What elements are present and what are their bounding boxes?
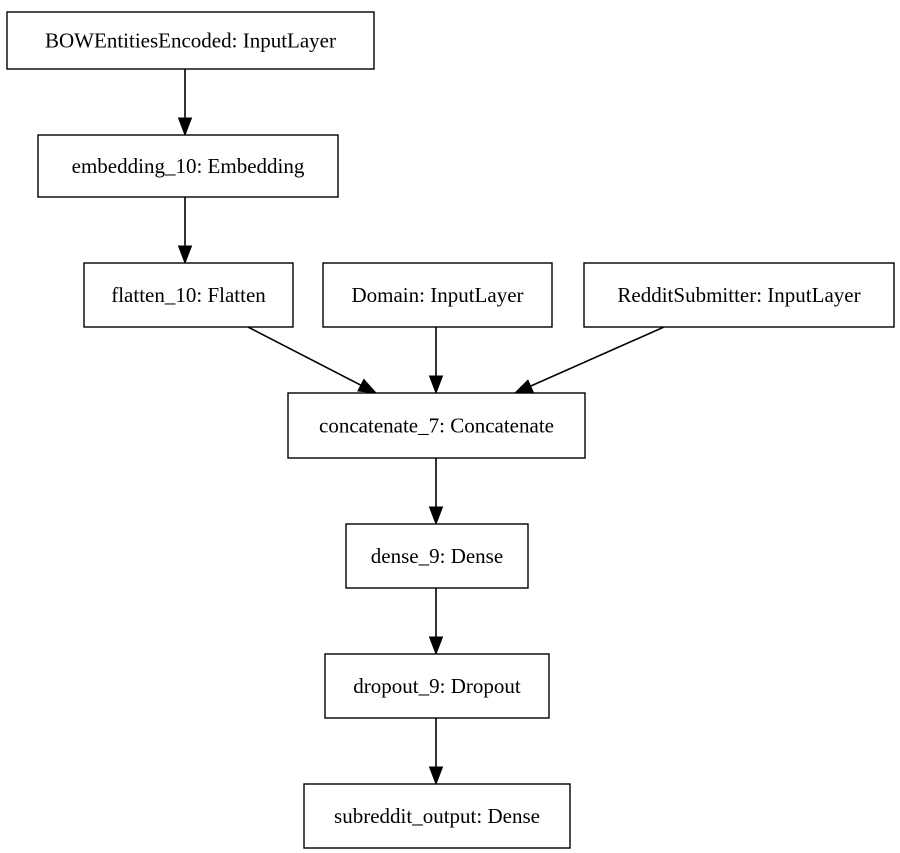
edge-embedding-to-flatten bbox=[177, 197, 193, 265]
arrowhead-icon bbox=[513, 379, 534, 394]
node-bow: BOWEntitiesEncoded: InputLayer bbox=[6, 11, 375, 70]
node-label: Domain: InputLayer bbox=[351, 283, 523, 307]
edge-bow-to-embedding bbox=[177, 69, 193, 137]
node-domain: Domain: InputLayer bbox=[322, 262, 553, 328]
arrowhead-icon bbox=[357, 378, 378, 394]
node-concatenate: concatenate_7: Concatenate bbox=[287, 392, 586, 459]
node-box bbox=[287, 392, 586, 459]
arrowhead-icon bbox=[177, 117, 193, 137]
edge-domain-to-concatenate bbox=[428, 327, 444, 395]
edges-layer bbox=[177, 69, 665, 786]
arrowhead-icon bbox=[177, 245, 193, 265]
edge-dense-to-dropout bbox=[428, 588, 444, 656]
node-box bbox=[303, 783, 571, 849]
node-label: embedding_10: Embedding bbox=[72, 154, 305, 178]
node-box bbox=[322, 262, 553, 328]
arrowhead-icon bbox=[428, 375, 444, 395]
edge-submitter-to-concatenate bbox=[513, 326, 665, 394]
edge-line bbox=[247, 326, 362, 386]
node-label: RedditSubmitter: InputLayer bbox=[617, 283, 860, 307]
node-label: BOWEntitiesEncoded: InputLayer bbox=[45, 29, 336, 53]
nodes-layer: BOWEntitiesEncoded: InputLayer embedding_… bbox=[6, 11, 895, 849]
node-label: concatenate_7: Concatenate bbox=[319, 414, 554, 438]
arrowhead-icon bbox=[428, 506, 444, 526]
node-label: dense_9: Dense bbox=[371, 544, 503, 568]
node-box bbox=[345, 523, 529, 589]
arrowhead-icon bbox=[428, 636, 444, 656]
node-label: subreddit_output: Dense bbox=[334, 804, 540, 828]
node-box bbox=[37, 134, 339, 198]
edge-flatten-to-concatenate bbox=[247, 326, 378, 394]
node-box bbox=[324, 653, 550, 719]
node-dense: dense_9: Dense bbox=[345, 523, 529, 589]
node-box bbox=[6, 11, 375, 70]
node-flatten: flatten_10: Flatten bbox=[83, 262, 294, 328]
arrowhead-icon bbox=[428, 766, 444, 786]
node-label: dropout_9: Dropout bbox=[353, 674, 521, 698]
edge-dropout-to-output bbox=[428, 718, 444, 786]
node-dropout: dropout_9: Dropout bbox=[324, 653, 550, 719]
node-label: flatten_10: Flatten bbox=[111, 283, 266, 307]
node-box bbox=[583, 262, 895, 328]
node-submitter: RedditSubmitter: InputLayer bbox=[583, 262, 895, 328]
node-box bbox=[83, 262, 294, 328]
edge-concatenate-to-dense bbox=[428, 458, 444, 526]
node-embedding: embedding_10: Embedding bbox=[37, 134, 339, 198]
edge-line bbox=[530, 326, 665, 387]
node-output: subreddit_output: Dense bbox=[303, 783, 571, 849]
